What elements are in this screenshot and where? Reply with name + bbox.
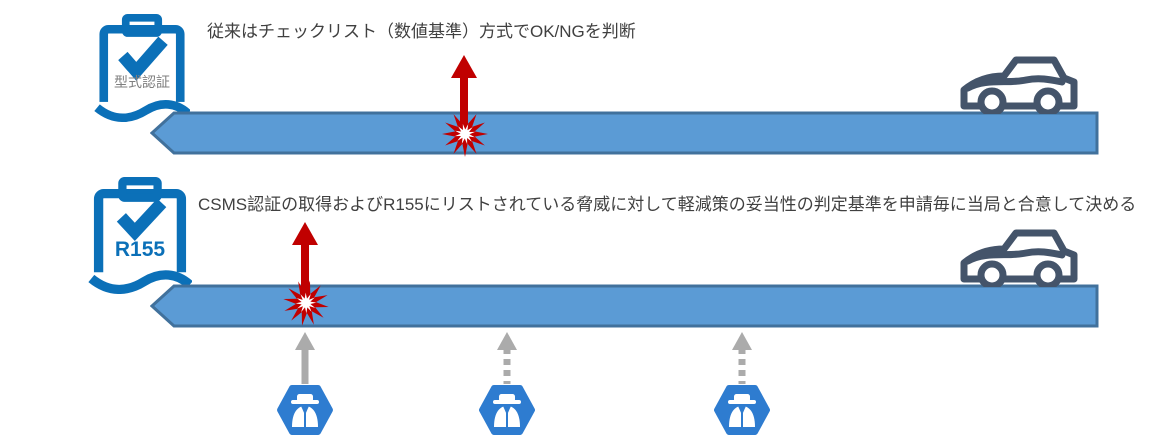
threat-group (276, 331, 334, 438)
checkmark-icon (118, 36, 168, 81)
threat-arrow-up-icon (295, 332, 315, 384)
spy-hexagon-icon (479, 385, 535, 435)
impact-arrow-up-icon (291, 221, 319, 297)
lane2-annotation: CSMS認証の取得およびR155にリストされている脅威に対して軽減策の妥当性の判… (198, 195, 1137, 214)
threat-arrow-up-icon (497, 332, 517, 384)
threat-arrow-up-icon (732, 332, 752, 384)
clipboard-check-icon-svg (88, 177, 193, 294)
car-icon (956, 50, 1084, 117)
threat-group (713, 331, 771, 438)
lane1-badge-label: 型式認証 (114, 74, 170, 90)
clipboard-check-icon (88, 176, 193, 294)
spy-hexagon-icon (277, 385, 333, 435)
threat-group (478, 331, 536, 438)
clipboard-check-icon-svg (94, 13, 191, 122)
car-icon (956, 223, 1084, 290)
lane1-timeline-arrow (149, 111, 1100, 155)
lane1-annotation: 従来はチェックリスト（数値基準）方式でOK/NGを判断 (207, 22, 636, 41)
spy-hexagon-icon (714, 385, 770, 435)
impact-arrow-up-icon (450, 54, 478, 128)
checkmark-icon (116, 198, 167, 242)
impact-burst-icon (282, 279, 330, 327)
lane2-timeline-arrow (149, 284, 1100, 328)
lane2-badge-label: R155 (114, 238, 166, 261)
impact-burst-icon (441, 110, 489, 158)
clipboard-check-icon (94, 13, 191, 122)
